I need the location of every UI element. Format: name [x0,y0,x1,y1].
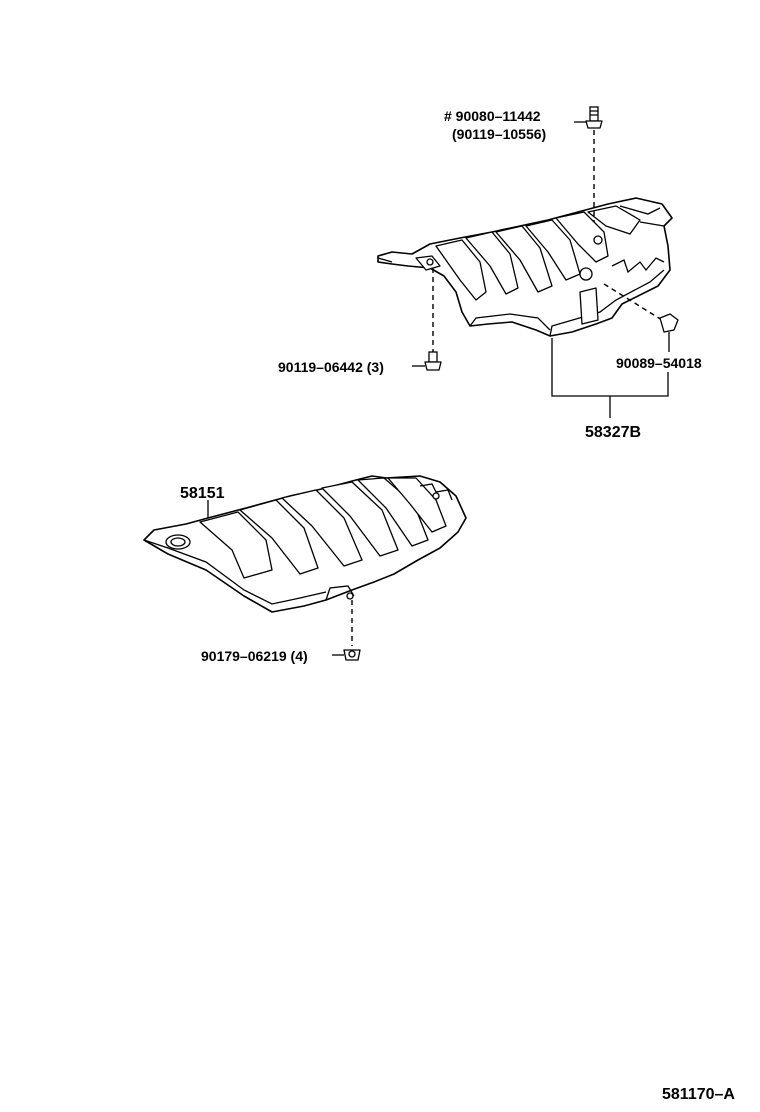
label-top-bolt-part-no: # 90080–11442 [444,108,541,124]
right-clip [659,313,679,333]
lower-nut [343,649,361,661]
label-lower-nut: 90179–06219 (4) [201,648,308,664]
lower-heat-insulator [143,475,467,613]
label-top-bolt-alt-part-no: (90119–10556) [452,126,546,142]
top-bolt [585,106,603,129]
diagram-code: 581170–A [662,1086,735,1103]
upper-heat-insulator [377,197,673,337]
label-right-clip: 90089–54018 [616,355,702,371]
label-left-bolt: 90119–06442 (3) [278,359,384,375]
label-upper-insulator: 58327B [585,424,641,441]
left-bolt [424,351,442,371]
label-lower-insulator: 58151 [180,485,225,502]
right-clip-dashed-line [603,283,663,321]
